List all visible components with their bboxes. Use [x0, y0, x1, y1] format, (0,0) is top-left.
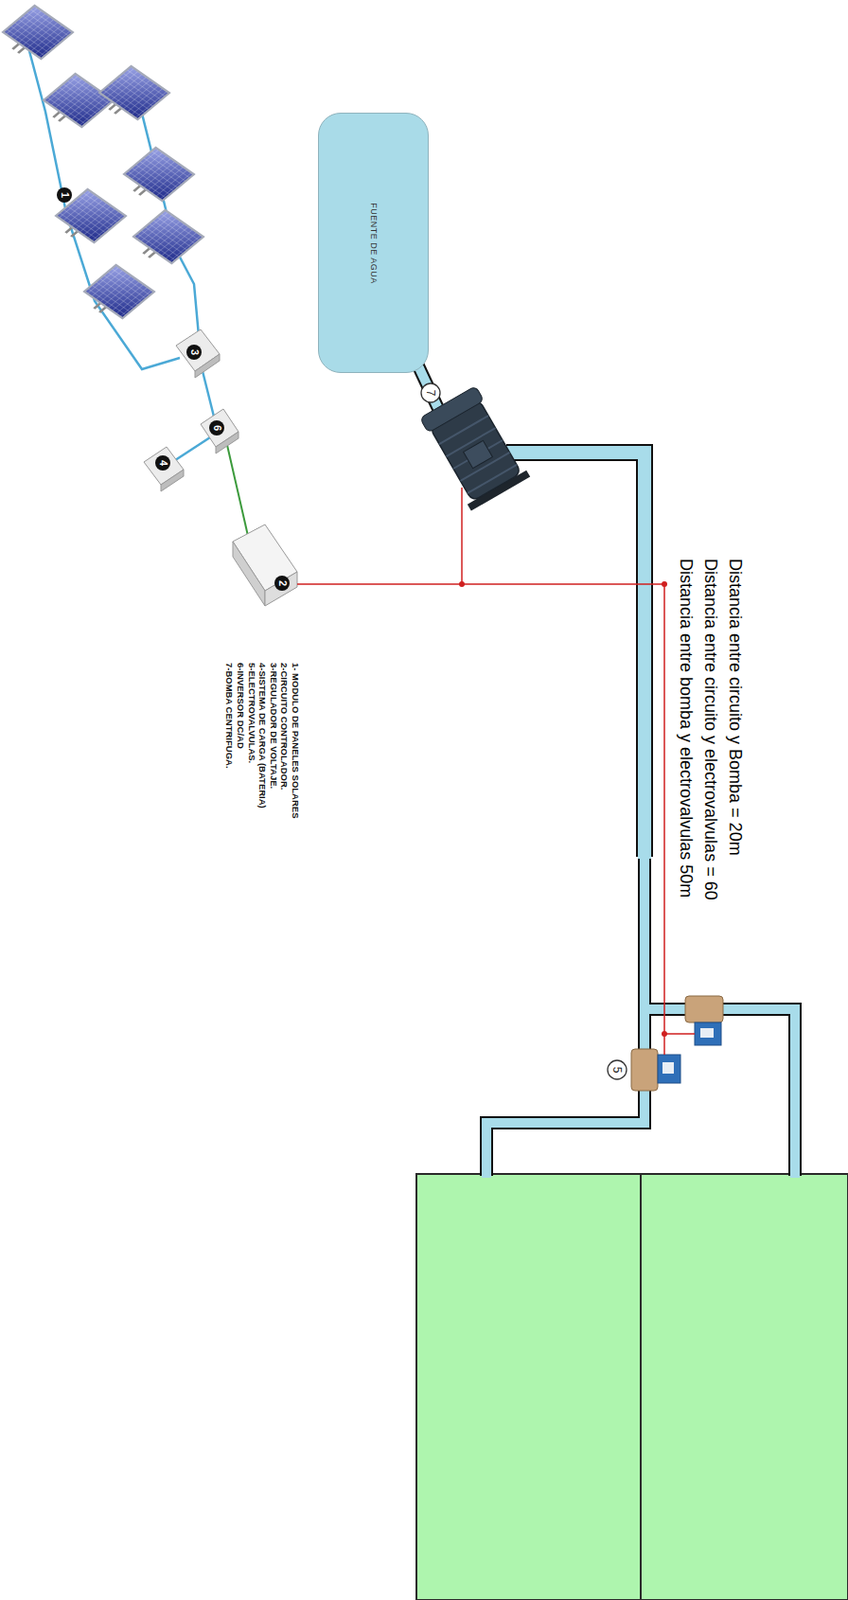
- solenoid-valve: [631, 995, 724, 1091]
- field-plot: [416, 1173, 641, 1600]
- centrifugal-pump: [463, 440, 494, 468]
- voltage-regulator: [176, 329, 220, 378]
- solar-panel: [126, 210, 204, 269]
- wire-junction: [459, 581, 465, 587]
- solenoid-valve: [662, 1061, 674, 1074]
- controller-box: [265, 571, 298, 606]
- pipe-water: [486, 1003, 645, 1178]
- node-label: FUENTE DE AGUA: [368, 202, 378, 284]
- pipe-water: [504, 452, 645, 859]
- callout-number: 5: [611, 1066, 623, 1074]
- pipe-water: [414, 357, 795, 1178]
- callout-number: 6: [212, 424, 223, 431]
- callout-number: 3: [189, 349, 200, 355]
- centrifugal-pump: [418, 385, 530, 512]
- solenoid-valve: [657, 1054, 681, 1083]
- callout-number: 7: [424, 389, 437, 397]
- centrifugal-pump: [439, 415, 517, 494]
- solar-wire: [28, 47, 214, 466]
- centrifugal-pump: [420, 386, 485, 434]
- solar-panel: [36, 73, 114, 133]
- legend-entry: 5-ELECTROVALVULAS.: [247, 662, 258, 763]
- distance-note: Distancia entre circuito y electrovalvul…: [698, 558, 724, 901]
- solenoid-valve: [700, 1027, 714, 1038]
- distance-note: Distancia entre bomba y electrovalvulas …: [673, 558, 699, 898]
- signal-wire: [663, 1033, 666, 1055]
- solenoid-valve: [631, 1048, 658, 1091]
- field-plot: [640, 1173, 848, 1600]
- controller-box: [232, 524, 298, 606]
- legend-entry: 6-INVERSOR DC/AD: [235, 662, 247, 749]
- pipe-water: [644, 1008, 795, 1178]
- callout-disc: [274, 575, 290, 591]
- solenoid-valve: [694, 1022, 722, 1045]
- pipe-outline: [644, 1008, 795, 1176]
- callout-number: 1: [59, 192, 71, 198]
- solenoid-valve: [685, 995, 724, 1023]
- wire-junction: [661, 1030, 668, 1037]
- legend-entry: 7-BOMBA CENTRIFUGA.: [224, 662, 235, 769]
- solar-panel: [0, 5, 204, 324]
- callout-disc: [421, 383, 441, 403]
- battery: [160, 469, 184, 492]
- legend-entry: 3-REGULADOR DE VOLTAJE.: [268, 662, 280, 789]
- legend-entry: 1- MODULO DE PANELES SOLARES: [290, 662, 301, 819]
- solar-wire: [202, 371, 214, 417]
- callout-disc: [607, 1060, 627, 1079]
- legend-entry: 4-SISTEMA DE CARGA (BATERIA): [257, 662, 268, 809]
- wire-junction: [661, 581, 668, 587]
- solar-panel: [77, 265, 155, 324]
- callout-disc: [56, 187, 72, 203]
- pipe-water: [639, 851, 650, 1009]
- solar-panel: [0, 5, 73, 65]
- signal-wire: [297, 487, 695, 1055]
- legend-entry: 2-CIRCUITO CONTROLADOR.: [279, 662, 290, 790]
- pipe-outline: [506, 452, 645, 857]
- solar-panel: [117, 147, 195, 207]
- signal-wire: [297, 583, 695, 1034]
- callout-disc: [209, 420, 225, 436]
- water-source-box: FUENTE DE AGUA: [318, 112, 429, 373]
- battery: [143, 446, 184, 492]
- callout-disc: [186, 344, 202, 360]
- solar-panel: [92, 66, 170, 125]
- control-wire: [227, 444, 248, 536]
- field-plot: [416, 1173, 848, 1600]
- controller-box: [232, 541, 265, 606]
- signal-wire: [460, 487, 463, 584]
- pipe-outline: [414, 357, 795, 1176]
- pipe-outline: [637, 851, 652, 1009]
- wire-junction: [459, 581, 668, 1037]
- distance-note: Distancia entre circuito y Bomba = 20m: [723, 558, 748, 856]
- callout-number: 4: [158, 459, 169, 466]
- callout-disc: [155, 455, 171, 471]
- solar-wire: [28, 47, 180, 370]
- callout-number: 2: [277, 580, 288, 586]
- pipe-outline: [486, 1003, 645, 1176]
- inverter: [200, 408, 239, 454]
